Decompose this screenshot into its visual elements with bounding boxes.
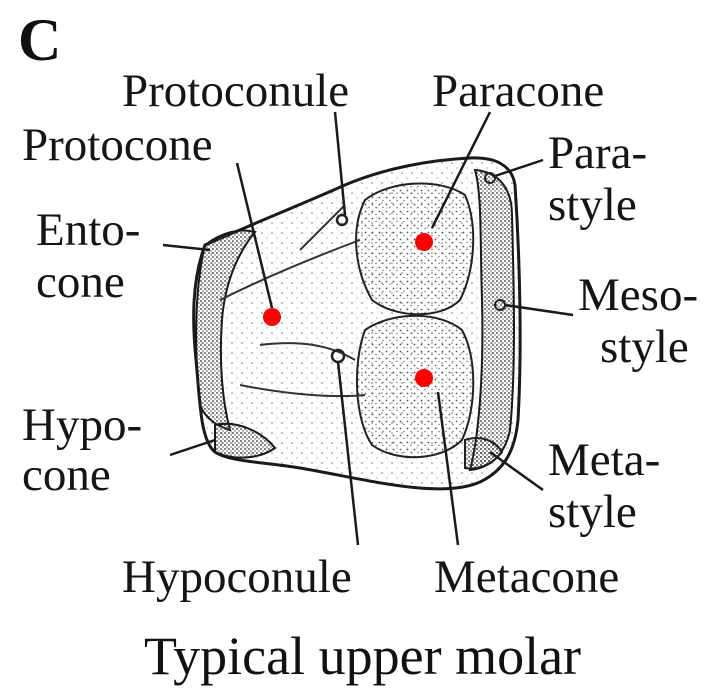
label-metastyle-line1: Meta- xyxy=(548,435,660,485)
label-entocone-line2: cone xyxy=(36,257,125,307)
figure-caption: Typical upper molar xyxy=(0,626,725,686)
panel-letter: C xyxy=(18,6,61,75)
label-parastyle-line1: Para- xyxy=(548,128,647,178)
paracone-cusp xyxy=(356,184,473,315)
label-parastyle-line2: style xyxy=(548,180,637,230)
label-hypocone-line1: Hypo- xyxy=(22,400,142,450)
label-metacone: Metacone xyxy=(434,552,619,602)
label-mesostyle-line2: style xyxy=(600,322,689,372)
label-hypocone-line2: cone xyxy=(22,450,111,500)
metacone-cusp xyxy=(357,316,473,457)
label-metastyle-line2: style xyxy=(548,487,637,537)
label-paracone: Paracone xyxy=(432,66,604,116)
paracone-marker xyxy=(415,233,433,251)
label-protocone: Protocone xyxy=(22,120,213,170)
protocone-marker xyxy=(263,308,281,326)
label-hypoconule: Hypoconule xyxy=(122,552,352,602)
label-mesostyle-line1: Meso- xyxy=(578,270,698,320)
metacone-marker xyxy=(415,369,433,387)
label-protoconule: Protoconule xyxy=(122,66,349,116)
label-entocone-line1: Ento- xyxy=(36,205,140,255)
